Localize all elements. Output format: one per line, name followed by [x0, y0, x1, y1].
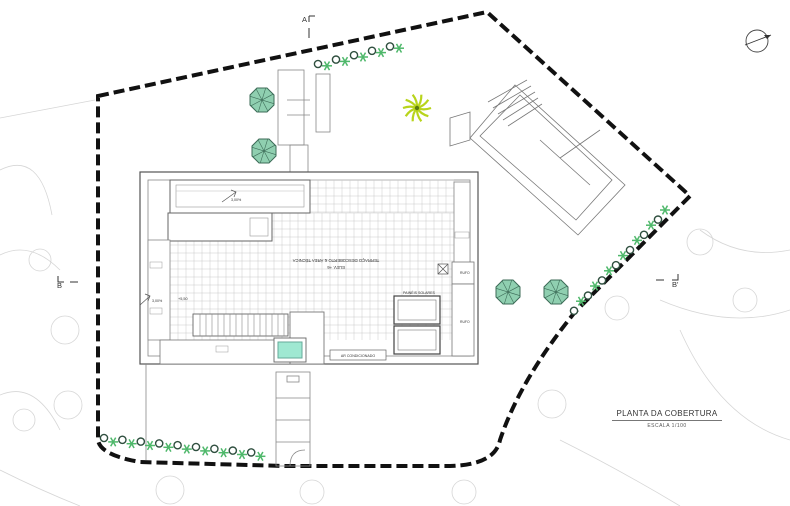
section-marker-a: A: [302, 15, 315, 38]
stair-treads: [199, 314, 285, 336]
shrub-icon: [394, 43, 404, 53]
shrub-icon: [255, 451, 266, 462]
tree-icon: [249, 87, 275, 113]
tree-icon: [543, 279, 569, 305]
shrub-icon: [218, 447, 229, 458]
ac-units-label: AR CONDICIONADO: [341, 354, 376, 358]
shrub-icon: [331, 55, 341, 64]
shrub-icon: [625, 245, 635, 255]
tree-icon: [495, 279, 521, 305]
shrub-icon: [646, 220, 656, 230]
shrub-icon: [611, 260, 621, 270]
drawing-title-block: PLANTA DA COBERTURA ESCALA 1/100: [612, 409, 722, 429]
shrub-icon: [118, 435, 127, 445]
context-lines: [0, 99, 790, 506]
shrub-icon: [108, 437, 119, 447]
shrub-icon: [210, 444, 219, 454]
shrub-icon: [660, 205, 670, 215]
shrub-icon: [154, 439, 164, 448]
shrub-icon: [136, 437, 146, 446]
shrub-hedges: [99, 42, 670, 462]
site-boundary: [96, 9, 693, 468]
shrub-icon: [99, 433, 109, 443]
north-walkway: [277, 69, 331, 176]
terrace-label-1: TERRAÇO DESCOBERTO & ÁREA TÉCNICA: [293, 258, 380, 263]
roof-labels: TERRAÇO DESCOBERTO & ÁREA TÉCNICA ELEV. …: [152, 198, 470, 358]
palm-tree-icon: [402, 94, 432, 122]
shrub-icon: [590, 281, 600, 291]
shrub-icon: [618, 250, 628, 261]
shrub-icon: [322, 61, 332, 71]
solar-panel-lower: [393, 325, 441, 355]
trees: [249, 87, 569, 305]
shrub-icon: [385, 42, 395, 51]
shrub-icon: [576, 296, 586, 306]
shrub-icon: [163, 442, 174, 453]
solar-panels-label: PAINÉIS SOLARES: [403, 290, 435, 295]
shrub-icon: [313, 59, 323, 69]
north-arrow-icon: [744, 29, 772, 53]
shrub-icon: [126, 438, 137, 449]
ac-units-box: [329, 349, 387, 361]
slope-top-label: 3,00%: [231, 198, 242, 202]
svg-text:A: A: [302, 15, 307, 24]
shrub-icon: [604, 266, 614, 276]
shrub-icon: [145, 440, 155, 451]
shrub-icon: [597, 276, 607, 285]
shrub-icon: [191, 442, 201, 452]
upper-right-structure: [449, 79, 626, 236]
shrub-icon: [639, 230, 649, 240]
shrub-icon: [632, 235, 642, 246]
section-marker-b: B: [57, 276, 78, 290]
shrub-icon: [200, 446, 211, 456]
drawing-title: PLANTA DA COBERTURA: [612, 409, 722, 421]
shrub-icon: [340, 56, 350, 67]
level-left-label: +5,50: [178, 297, 188, 301]
shrub-icon: [349, 50, 359, 60]
building-roof: [139, 171, 479, 365]
shrub-icon: [569, 306, 579, 316]
shrub-icon: [181, 444, 192, 454]
shrub-icon: [246, 448, 256, 457]
tree-icon: [251, 138, 277, 164]
drawing-scale: ESCALA 1/100: [647, 423, 687, 429]
svg-text:B: B: [57, 281, 62, 290]
small-pool: [277, 341, 303, 359]
shrub-icon: [358, 52, 368, 62]
solar-panel-upper: [393, 295, 441, 325]
shrub-icon: [376, 47, 386, 58]
side-box-label: RUFO: [460, 271, 470, 275]
shrub-icon: [237, 449, 247, 460]
svg-text:B': B': [672, 280, 679, 289]
shrub-icon: [583, 291, 593, 300]
shrub-icon: [653, 215, 663, 224]
section-marker-b-prime: B': [656, 274, 679, 289]
terrace-label-2: ELEV. +6: [327, 265, 345, 270]
shrub-icon: [367, 46, 377, 56]
shrub-icon: [228, 446, 238, 455]
side-box-lower-label: RUFO: [460, 320, 470, 324]
shrub-icon: [173, 440, 182, 450]
south-path: [145, 364, 311, 467]
slope-left-label: 3,00%: [152, 299, 163, 303]
